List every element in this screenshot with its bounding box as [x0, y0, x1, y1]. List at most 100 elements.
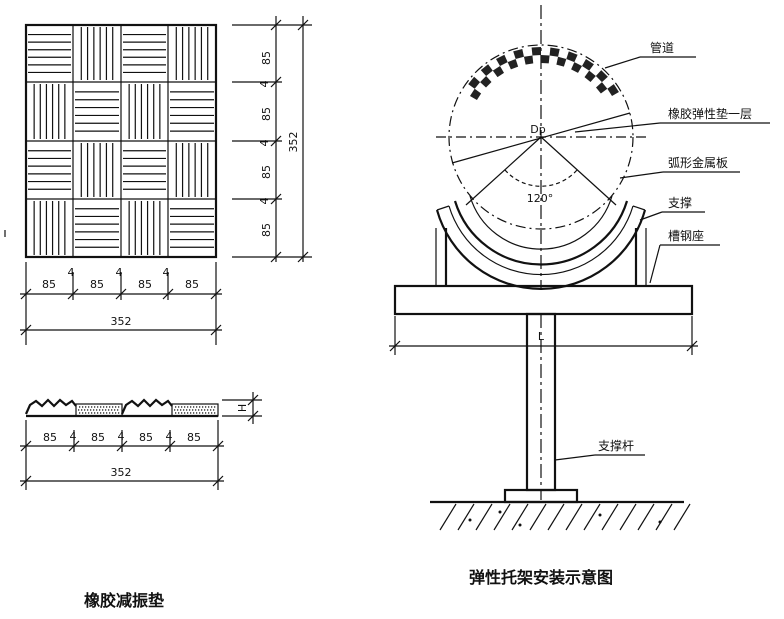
- rubber-block: [523, 55, 534, 65]
- ground-stone: [498, 510, 502, 514]
- ground-hatch-line: [511, 503, 529, 531]
- ground-hatch-line: [655, 503, 673, 531]
- section-dot: [107, 409, 110, 411]
- sec-dim-85-4: 85: [187, 431, 201, 444]
- section-dot: [83, 409, 86, 411]
- dim-v-gap-2: 4: [258, 140, 271, 147]
- rubber-block: [582, 59, 594, 71]
- rubber-block: [507, 59, 519, 70]
- section-dot: [197, 409, 200, 411]
- rubber-block: [556, 56, 567, 67]
- rubber-pad-plan: [24, 23, 218, 259]
- section-dot: [78, 406, 81, 408]
- ground-stone: [598, 513, 602, 517]
- section-dot: [176, 409, 179, 411]
- sec-dim-85-3: 85: [139, 431, 153, 444]
- callout-brace: 支撑: [668, 195, 692, 210]
- section-dot: [81, 412, 84, 414]
- section-dot: [113, 409, 116, 411]
- section-dot: [212, 409, 215, 411]
- section-dot: [186, 412, 189, 414]
- section-dot: [114, 406, 117, 408]
- section-dot: [104, 409, 107, 411]
- section-dot: [84, 406, 87, 408]
- support-assembly: Dp 120° L 管道: [389, 5, 770, 531]
- ground-hatch-line: [673, 503, 691, 531]
- section-dot: [105, 412, 108, 414]
- section-dot: [204, 412, 207, 414]
- section-dot: [80, 409, 83, 411]
- ground-stone: [518, 523, 522, 527]
- section-dot: [87, 412, 90, 414]
- section-dot: [108, 412, 111, 414]
- ground-hatch-line: [619, 503, 637, 531]
- section-dot: [207, 406, 210, 408]
- section-dot: [206, 409, 209, 411]
- section-dot: [116, 409, 119, 411]
- section-dot: [111, 412, 114, 414]
- section-dot: [198, 412, 201, 414]
- dim-h-total: 352: [111, 315, 132, 328]
- section-dot: [210, 406, 213, 408]
- dp-label: Dp: [530, 123, 545, 136]
- section-dot: [98, 409, 101, 411]
- rubber-block: [469, 88, 482, 100]
- rubber-block: [584, 70, 596, 83]
- section-dot: [204, 406, 207, 408]
- rubber-block: [595, 82, 608, 94]
- dim-h-gap-3: 4: [163, 266, 170, 279]
- dim-h-85-4: 85: [185, 278, 199, 291]
- section-dot: [198, 406, 201, 408]
- dim-h-85-2: 85: [90, 278, 104, 291]
- section-dot: [117, 406, 120, 408]
- section-dot: [200, 409, 203, 411]
- section-dot: [78, 412, 81, 414]
- section-dot: [92, 409, 95, 411]
- section-dot: [189, 412, 192, 414]
- section-dot: [90, 406, 93, 408]
- dim-v-85-4: 85: [260, 223, 273, 237]
- section-dot: [77, 409, 80, 411]
- left-title: 橡胶减振垫: [84, 591, 164, 610]
- rubber-block: [549, 47, 560, 57]
- section-dot: [207, 412, 210, 414]
- dim-thickness-h: H: [236, 404, 249, 412]
- section-dot: [89, 409, 92, 411]
- ground-hatch-line: [547, 503, 565, 531]
- sec-dim-85-1: 85: [43, 431, 57, 444]
- section-dot: [90, 412, 93, 414]
- ground-stone: [658, 520, 662, 524]
- sec-dim-85-2: 85: [91, 431, 105, 444]
- section-dot: [174, 412, 177, 414]
- dim-h-85-1: 85: [42, 278, 56, 291]
- sec-dim-gap-2: 4: [118, 430, 125, 443]
- section-dot: [111, 406, 114, 408]
- sec-dim-total: 352: [111, 466, 132, 479]
- section-dot: [203, 409, 206, 411]
- dim-h-gap-1: 4: [68, 266, 75, 279]
- section-dot: [186, 406, 189, 408]
- section-dot: [96, 406, 99, 408]
- callout-channel: 槽钢座: [668, 228, 704, 243]
- ground-hatch-line: [457, 503, 475, 531]
- section-dot: [210, 412, 213, 414]
- section-dot: [201, 412, 204, 414]
- ground-hatch-line: [493, 503, 511, 531]
- right-title: 弹性托架安装示意图: [469, 568, 613, 587]
- section-dot: [117, 412, 120, 414]
- section-dot: [179, 409, 182, 411]
- section-dot: [180, 406, 183, 408]
- plan-vertical-dimensions: 85 4 85 4 85 4 85 352: [232, 16, 312, 263]
- sec-dim-gap-1: 4: [70, 430, 77, 443]
- section-dot: [209, 409, 212, 411]
- section-dot: [195, 412, 198, 414]
- section-dot: [201, 406, 204, 408]
- ground-hatch-line: [637, 503, 655, 531]
- callout-pipe: 管道: [650, 40, 674, 55]
- ground-hatch-line: [475, 503, 493, 531]
- section-dot: [189, 406, 192, 408]
- section-dot: [180, 412, 183, 414]
- ground-hatch-line: [529, 503, 547, 531]
- dim-h-gap-2: 4: [116, 266, 123, 279]
- section-dot: [185, 409, 188, 411]
